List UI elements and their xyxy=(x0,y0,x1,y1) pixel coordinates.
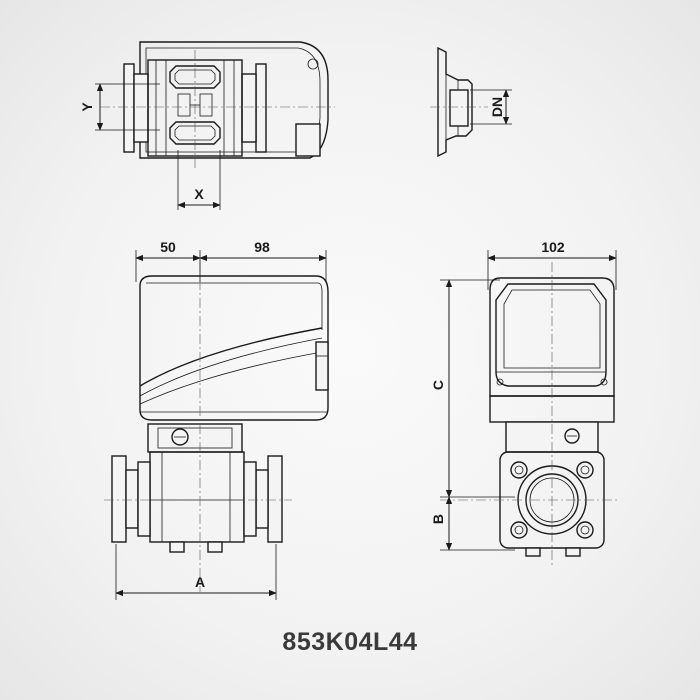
front-view xyxy=(104,250,329,600)
dim-c-label: C xyxy=(430,380,446,390)
dim-dn-label: DN xyxy=(489,97,505,117)
model-number: 853K04L44 xyxy=(282,628,418,656)
dim-98-label: 98 xyxy=(254,239,270,255)
dim-a-label: A xyxy=(195,574,205,590)
dim-50-label: 50 xyxy=(160,239,176,255)
dim-b-label: B xyxy=(430,514,446,524)
dim-102-label: 102 xyxy=(541,239,565,255)
dim-y-label: Y xyxy=(79,102,95,112)
detail-view xyxy=(430,46,512,158)
side-view xyxy=(440,250,620,568)
dim-x-label: X xyxy=(194,186,204,202)
top-view xyxy=(95,41,335,210)
